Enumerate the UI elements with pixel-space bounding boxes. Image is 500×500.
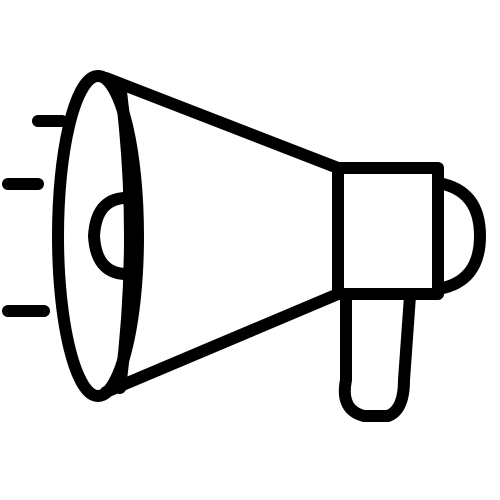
megaphone-mouth bbox=[88, 192, 130, 280]
megaphone-rear-cap bbox=[432, 177, 486, 295]
megaphone-bell-inner bbox=[114, 78, 136, 394]
megaphone-body-box bbox=[332, 162, 444, 300]
megaphone-bell-rim bbox=[52, 70, 144, 402]
megaphone-handle bbox=[338, 290, 416, 422]
